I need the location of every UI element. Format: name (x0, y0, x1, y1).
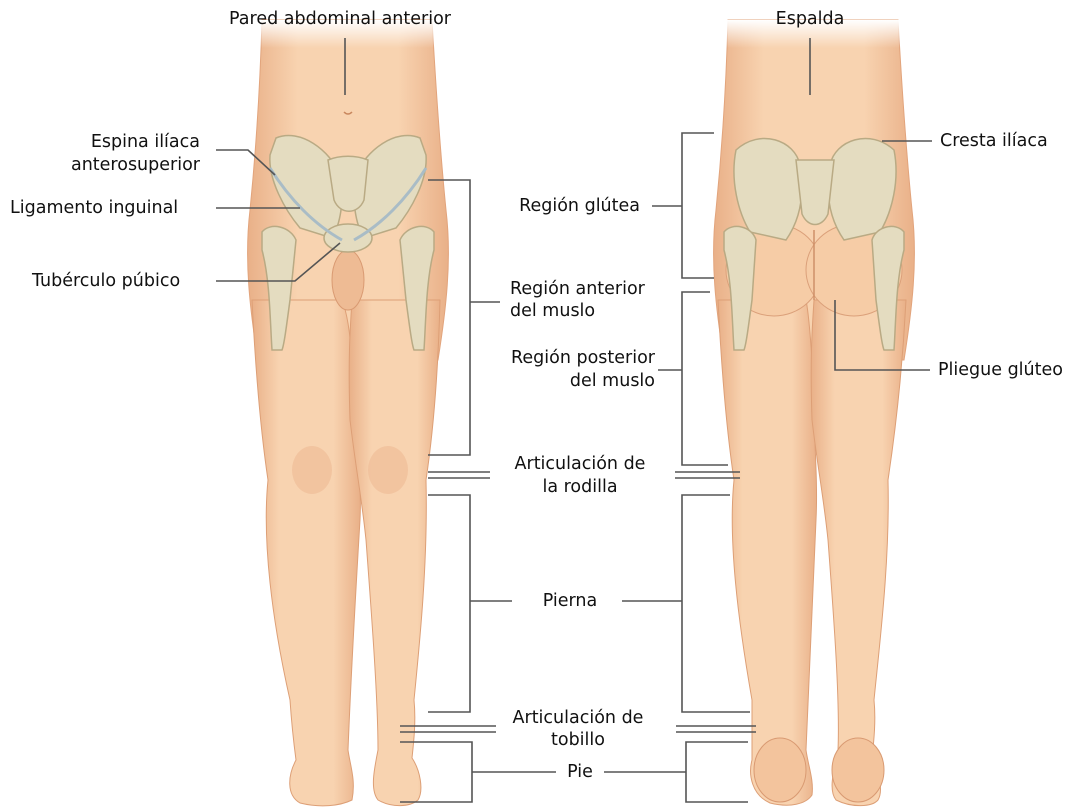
label-region-posterior-2: del muslo (480, 370, 655, 392)
label-region-glutea: Región glútea (480, 195, 640, 217)
back-left-leg (718, 300, 817, 805)
label-rodilla-2: la rodilla (490, 476, 670, 498)
label-region-posterior-1: Región posterior (480, 347, 655, 369)
label-region-anterior-1: Región anterior (510, 278, 680, 300)
label-pierna: Pierna (510, 590, 630, 612)
front-left-knee (292, 446, 332, 494)
label-espina-iliaca-1: Espina ilíaca (40, 131, 200, 153)
label-pie: Pie (540, 761, 620, 783)
back-figure (714, 20, 916, 806)
label-espina-iliaca-2: anterosuperior (40, 154, 200, 176)
label-pliegue-gluteo: Pliegue glúteo (938, 359, 1083, 381)
back-right-leg (811, 300, 906, 806)
label-espalda: Espalda (750, 8, 870, 30)
label-tobillo-1: Articulación de (488, 707, 668, 729)
right-heel (832, 738, 884, 802)
label-cresta-iliaca: Cresta ilíaca (940, 130, 1080, 152)
label-region-anterior-2: del muslo (510, 300, 680, 322)
label-rodilla-1: Articulación de (490, 453, 670, 475)
front-left-leg (252, 300, 360, 806)
front-right-knee (368, 446, 408, 494)
label-tuberculo-pubico: Tubérculo púbico (32, 270, 212, 292)
label-tobillo-2: tobillo (488, 729, 668, 751)
label-ligamento-inguinal: Ligamento inguinal (10, 197, 210, 219)
label-pared-abdominal: Pared abdominal anterior (200, 8, 480, 30)
front-right-leg (349, 300, 440, 806)
front-figure (248, 20, 452, 806)
left-heel (754, 738, 806, 802)
front-top-fade (252, 20, 452, 100)
front-groin (332, 250, 364, 310)
back-top-fade (716, 20, 916, 100)
